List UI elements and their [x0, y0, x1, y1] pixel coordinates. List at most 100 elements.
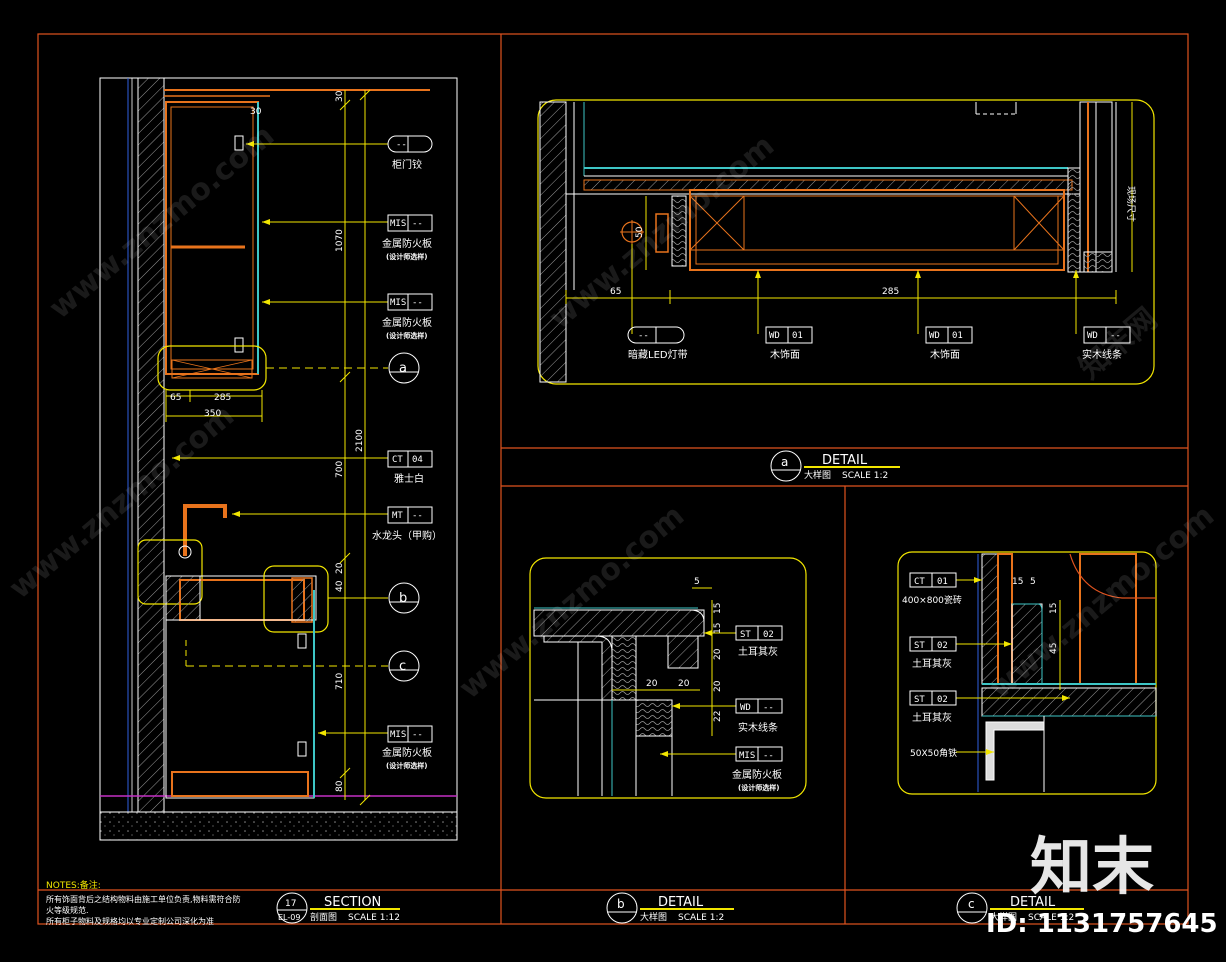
dim-c-5: 5: [1030, 577, 1036, 587]
dim-710: 710: [335, 673, 345, 690]
st-tag-b-no: 02: [763, 630, 774, 640]
dim-700: 700: [335, 461, 345, 478]
notes-title: NOTES:备注:: [46, 879, 101, 891]
detail-b-scale: SCALE 1:2: [678, 913, 724, 923]
wd-tag-3-blank: --: [1110, 331, 1121, 341]
detail-c-title: DETAIL: [1010, 895, 1056, 910]
mis-tag-b: MIS: [739, 751, 755, 761]
watermark-logo: 知末: [1030, 830, 1154, 903]
detail-b-cn-title: 大样图: [640, 911, 667, 923]
dim-a-65: 65: [610, 287, 621, 297]
floor-slab: [99, 811, 458, 841]
detail-a-cn-title: 大样图: [804, 469, 831, 481]
stone-label-c-1: 土耳其灰: [912, 657, 952, 670]
solid-wood-label-b: 实木线条: [738, 721, 778, 734]
dim-65: 65: [170, 393, 181, 403]
detail-b-letter: b: [617, 897, 625, 911]
metal-board-label-1: 金属防火板: [382, 237, 432, 250]
mt-tag-blank: --: [412, 511, 423, 521]
st-tag-c-1-no: 02: [937, 641, 948, 651]
st-tag-c-1: ST: [914, 641, 925, 651]
led-label: 暗藏LED灯带: [628, 348, 688, 361]
mis-tag-b-blank: --: [763, 751, 774, 761]
designer-select-2: (设计师选样): [386, 331, 427, 340]
dim-b-5: 5: [694, 577, 700, 587]
solid-wood-label: 实木线条: [1082, 348, 1122, 361]
dim-b-20a: 20: [713, 648, 723, 660]
note-line-2: 火等级规范.: [46, 905, 89, 915]
metal-board-label-b: 金属防火板: [732, 768, 782, 781]
detail-a-labels: -- 暗藏LED灯带 WD 01 木饰面 WD 01 木饰面 WD -- 实木线…: [610, 186, 1137, 482]
note-line-1: 所有饰面背后之结构物料由施工单位负责,物料需符合防: [46, 894, 241, 904]
callout-b: b: [399, 591, 407, 606]
dim-a-285: 285: [882, 287, 899, 297]
white-stone-label: 雅士白: [394, 472, 424, 485]
led-tag-blank: --: [638, 331, 649, 341]
dim-30: 30: [250, 107, 262, 117]
detail-a-drawing: [537, 99, 1155, 385]
wood-label-2: 木饰面: [930, 348, 960, 361]
wall-hatch: [137, 77, 165, 813]
mis-tag-2-blank: --: [412, 298, 423, 308]
dim-350: 350: [204, 409, 221, 419]
detail-a-title: DETAIL: [822, 453, 868, 468]
section-sheet: EL-09: [278, 913, 300, 922]
dim-b-20c: 20: [646, 679, 658, 689]
watermark-url-4: www.znzmo.com: [453, 498, 691, 706]
stone-label-c-2: 土耳其灰: [912, 711, 952, 724]
mis-tag-3: MIS: [390, 730, 406, 740]
dim-80: 80: [335, 780, 345, 792]
callout-c: c: [399, 659, 406, 674]
mt-tag: MT: [392, 511, 403, 521]
section-labels: -- 柜门铰 MIS -- 金属防火板 (设计师选样) MIS -- 金属防火板…: [170, 90, 442, 792]
detail-c-labels: CT 01 400×800瓷砖 ST 02 土耳其灰 ST 02 土耳其灰 50…: [902, 577, 1084, 924]
dim-c-45: 45: [1049, 643, 1059, 654]
watermark-url-5: www.znzmo.com: [983, 498, 1221, 706]
dim-c-15: 15: [1012, 577, 1023, 587]
st-tag-c-2: ST: [914, 695, 925, 705]
ct-tag-c: CT: [914, 577, 925, 587]
dim-b-15b: 15: [713, 623, 723, 634]
watermark-site: 知末网: [1073, 301, 1164, 386]
dim-b-15a: 15: [713, 603, 723, 614]
section-num: 17: [285, 899, 296, 909]
dim-20: 20: [335, 562, 345, 574]
ct-tag-c-no: 01: [937, 577, 948, 587]
dim-a-50: 50: [635, 226, 645, 238]
detail-c-letter: c: [968, 897, 975, 911]
wd-tag-b-blank: --: [763, 703, 774, 713]
detail-b-drawing: [529, 557, 807, 799]
watermark-id: ID: 1131757645: [986, 909, 1218, 939]
hinge-tag: --: [396, 140, 407, 150]
sheet-frame: [37, 33, 1189, 925]
wood-label-1: 木饰面: [770, 348, 800, 361]
wd-tag-1-no: 01: [792, 331, 803, 341]
mis-tag-3-blank: --: [412, 730, 423, 740]
st-tag-b: ST: [740, 630, 751, 640]
dim-b-20d: 20: [678, 679, 690, 689]
wd-tag-2: WD: [929, 331, 940, 341]
wd-tag-2-no: 01: [952, 331, 963, 341]
tile-label: 400×800瓷砖: [902, 594, 962, 606]
section-title-block: NOTES:备注: 所有饰面背后之结构物料由施工单位负责,物料需符合防 火等级规…: [46, 879, 400, 926]
mis-tag-1-blank: --: [412, 219, 423, 229]
section-drawing: [99, 77, 458, 841]
dim-b-22: 22: [713, 711, 723, 722]
watermark-url-2: www.znzmo.com: [543, 128, 781, 336]
angle-label: 50X50角铁: [910, 747, 957, 759]
dim-2100: 2100: [355, 429, 365, 452]
mis-tag-2: MIS: [390, 298, 406, 308]
designer-select-b: (设计师选样): [738, 783, 779, 792]
ct-tag-no: 04: [412, 455, 423, 465]
dim-285: 285: [214, 393, 231, 403]
dim-30-v: 30: [335, 90, 345, 102]
designer-select-1: (设计师选样): [386, 252, 427, 261]
note-line-3: 所有柜子物料及规格均以专业定制公司深化为准: [46, 916, 214, 926]
dim-c-15b: 15: [1049, 603, 1059, 614]
ct-tag: CT: [392, 455, 403, 465]
detail-c-drawing: [897, 551, 1157, 795]
section-title: SECTION: [324, 895, 381, 910]
dim-1070: 1070: [335, 229, 345, 252]
detail-c-cn-title: 大样图: [990, 911, 1017, 923]
